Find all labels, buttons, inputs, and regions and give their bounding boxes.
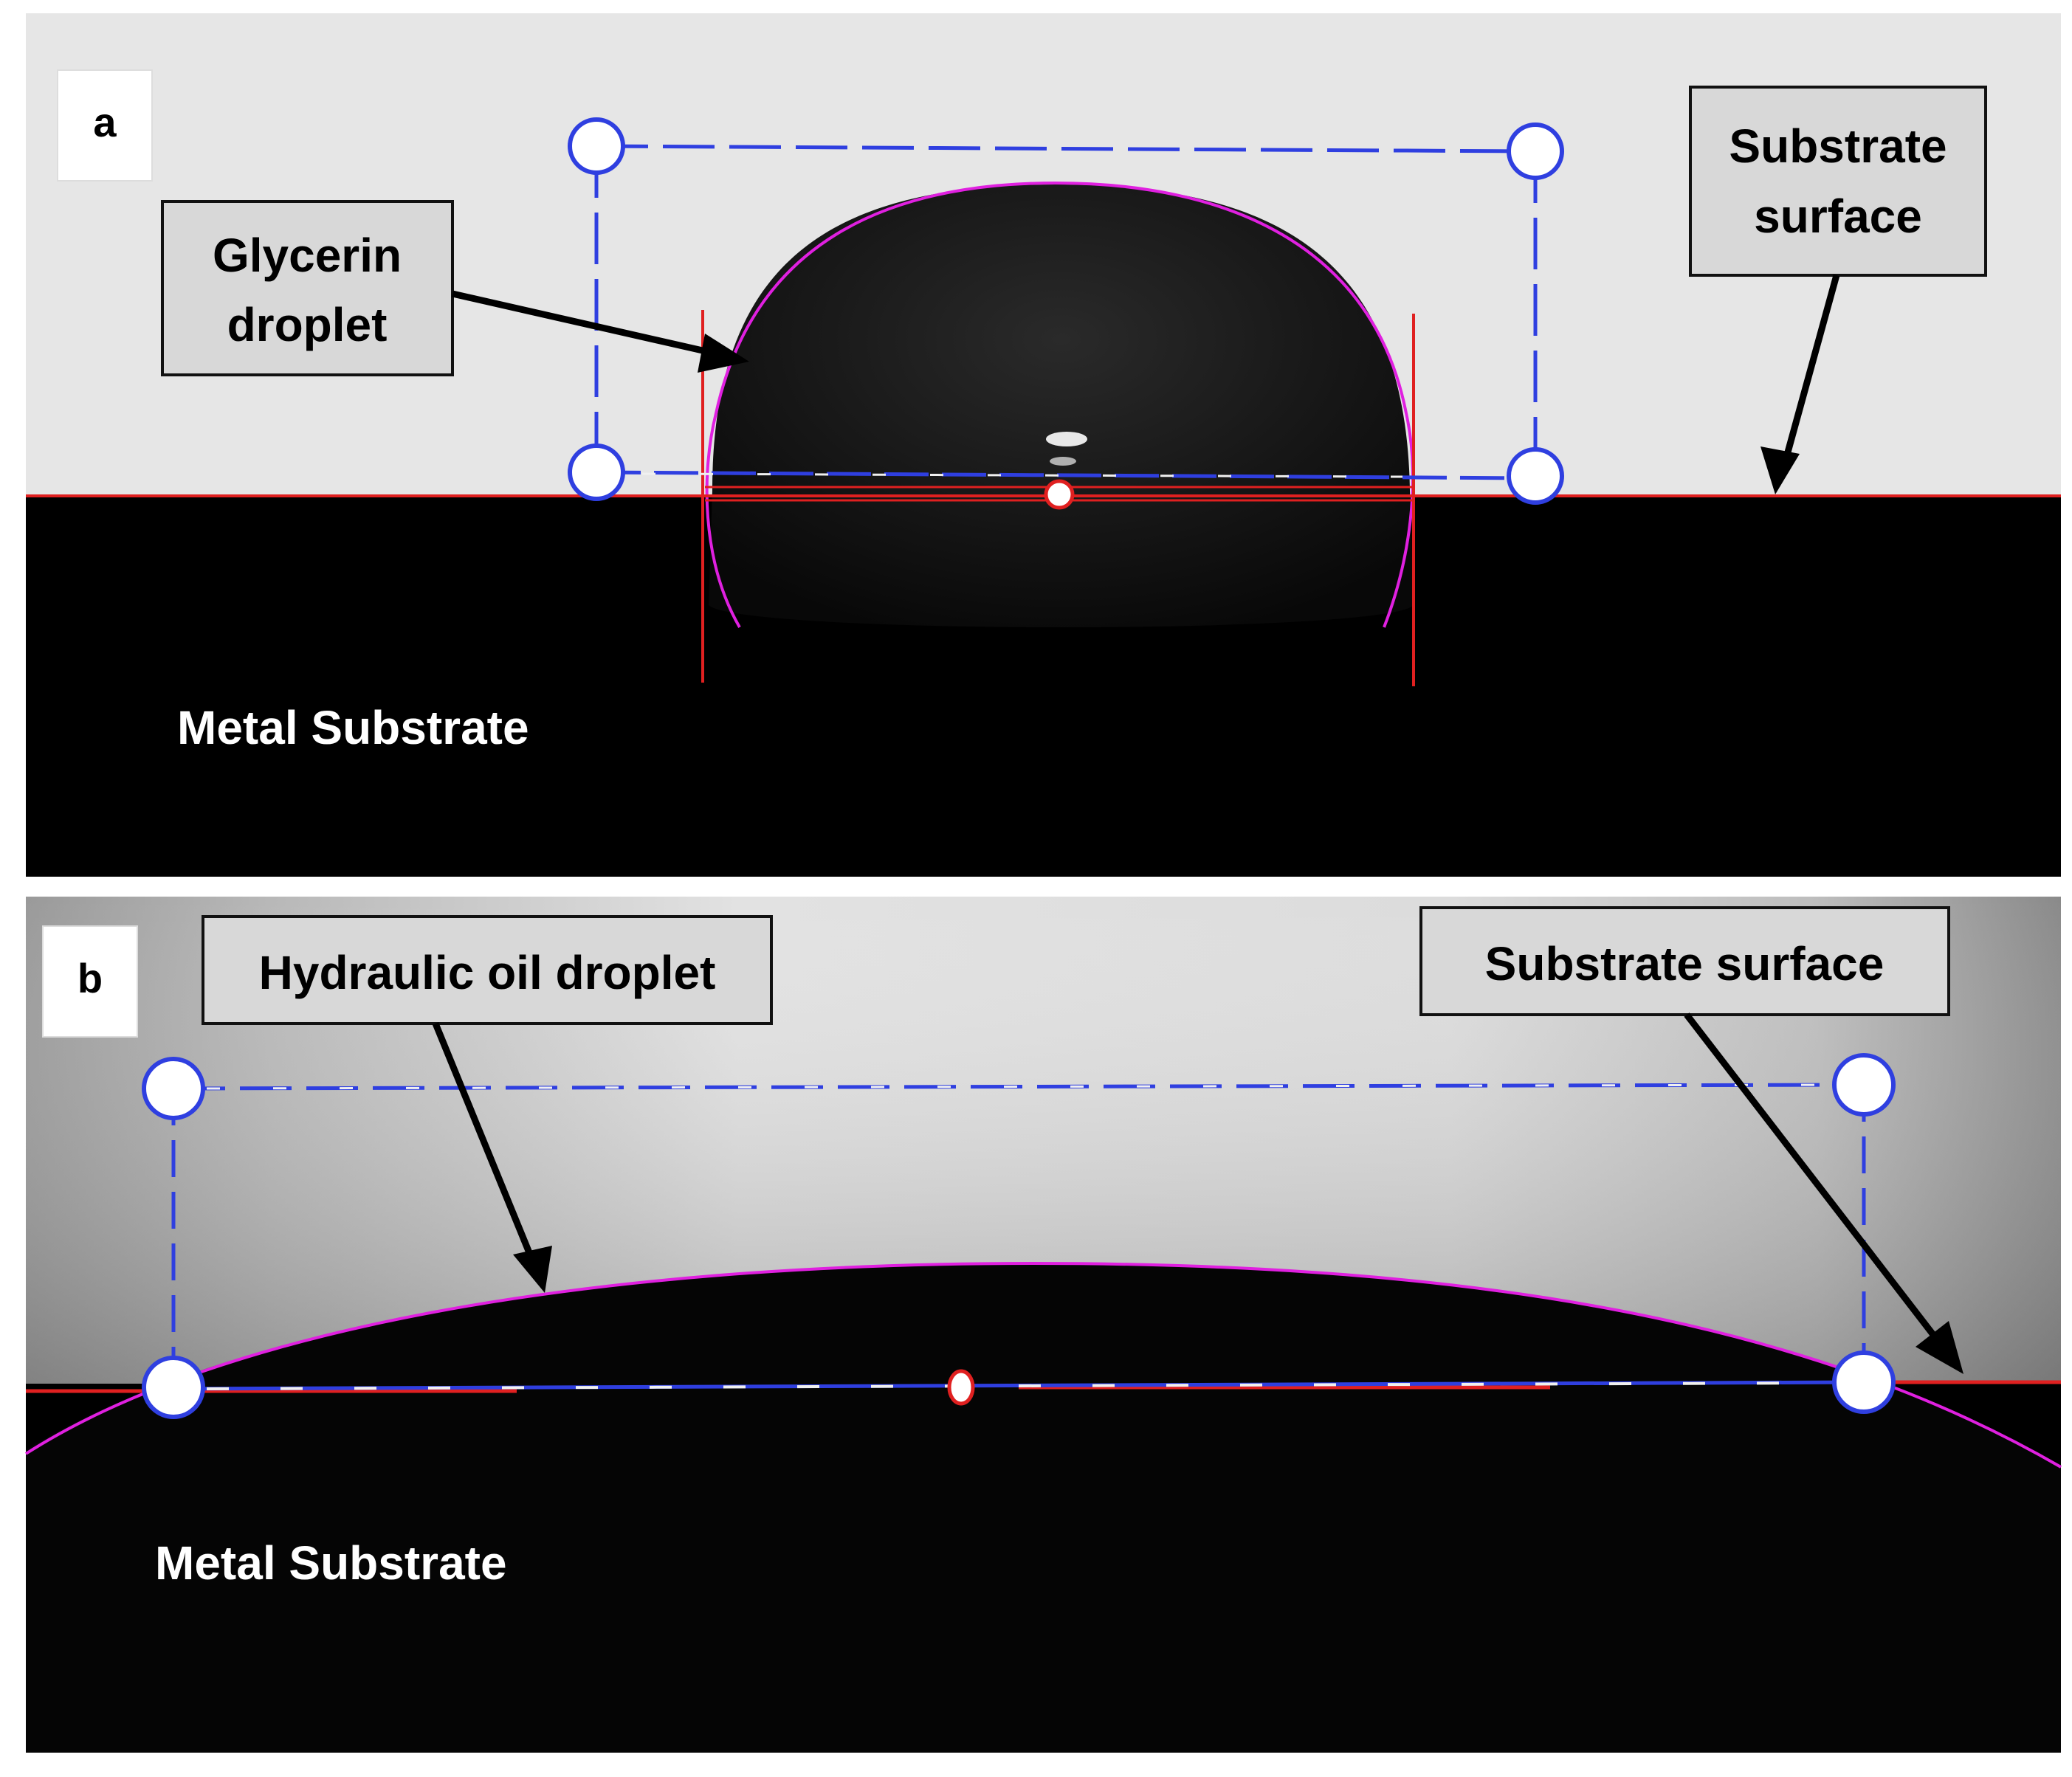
panel-a-letter: a [93, 99, 117, 145]
panel-b-letter: b [78, 955, 103, 1001]
panel-b-substrate-label: Metal Substrate [155, 1536, 507, 1590]
hydraulic-fit-curve [24, 1261, 2062, 1469]
surface-a-arrow-shaft [1783, 274, 1840, 459]
panel-a-substrate-label: Metal Substrate [177, 701, 529, 754]
surface-b-arrow-shaft [1684, 1012, 1937, 1338]
surface-b-arrow-head [1916, 1321, 1963, 1374]
surface-a-label-line1: Substrate [1729, 120, 1947, 173]
hydraulic-arrow-head [513, 1246, 552, 1293]
handle-a-top-left[interactable] [568, 117, 625, 175]
box-a-bottom [596, 470, 1536, 480]
panel-a-letter-box [57, 69, 153, 182]
panel-a: a Glycerin droplet Substrate surface Met… [26, 13, 2061, 877]
glycerin-arrow-head [698, 334, 749, 373]
surface-b-label-box [1419, 906, 1950, 1016]
handle-a-bottom-left[interactable] [568, 444, 625, 501]
box-a-top [596, 144, 1536, 153]
droplet-reflection [1046, 432, 1087, 446]
surface-b-label: Substrate surface [1485, 937, 1885, 990]
handle-b-top-right[interactable] [1832, 1053, 1896, 1117]
glycerin-droplet [709, 184, 1414, 627]
glycerin-arrow-shaft [452, 290, 713, 356]
panel-b: b Hydraulic oil droplet Substrate surfac… [24, 897, 2062, 1753]
hydraulic-arrow-shaft [432, 1022, 534, 1256]
glycerin-fit-curve [705, 181, 1414, 628]
hydraulic-label-box [202, 915, 773, 1025]
glycerin-label-line1: Glycerin [213, 229, 402, 282]
handle-b-bottom-left[interactable] [142, 1356, 205, 1419]
box-a-bottom-white [641, 472, 1403, 478]
hydraulic-label: Hydraulic oil droplet [259, 946, 716, 999]
handle-a-top-right[interactable] [1507, 123, 1564, 180]
glycerin-label-box [161, 200, 454, 376]
handle-a-bottom-right[interactable] [1507, 447, 1564, 505]
surface-a-label-line2: surface [1754, 190, 1922, 243]
handle-b-top-left[interactable] [142, 1057, 205, 1120]
box-b-top [173, 1083, 1865, 1091]
surface-a-arrow-head [1760, 446, 1800, 494]
droplet-reflection-small [1050, 457, 1076, 466]
surface-a-label-box [1689, 86, 1987, 277]
glycerin-label-line2: droplet [227, 298, 388, 351]
box-b-top-white [206, 1083, 1846, 1090]
center-marker-a[interactable] [1044, 479, 1075, 510]
center-marker-b[interactable] [947, 1369, 975, 1406]
panel-b-letter-box [42, 925, 138, 1038]
handle-b-bottom-right[interactable] [1832, 1350, 1896, 1414]
box-b-bottom-white [206, 1381, 1831, 1390]
